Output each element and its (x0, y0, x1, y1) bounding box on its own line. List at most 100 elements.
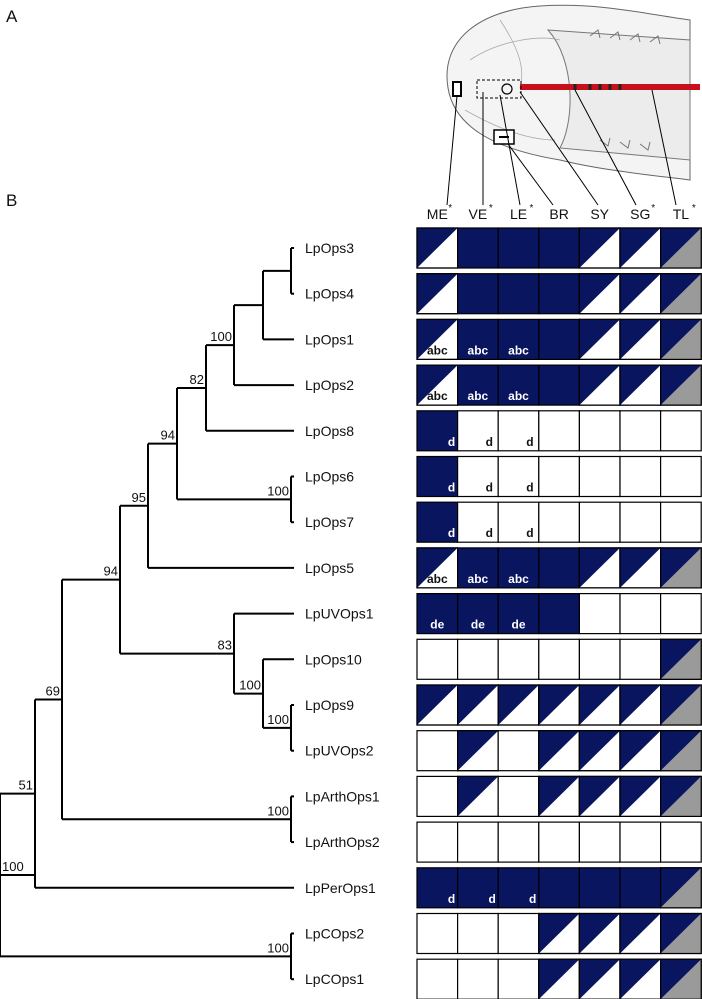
cell-background (538, 821, 580, 863)
cell-navy-triangle (417, 228, 458, 268)
cell-background (578, 501, 621, 543)
tree-node-root: 100 (0, 792, 291, 958)
cell-background (416, 501, 459, 543)
matrix-cell: abc (416, 318, 459, 360)
matrix-cell (578, 273, 621, 315)
matrix-cell: abc (497, 547, 540, 589)
bootstrap-support: 100 (2, 859, 24, 874)
cell-background (619, 867, 662, 909)
cell-navy-triangle (660, 867, 702, 908)
matrix-cell (538, 912, 580, 955)
cell-background (659, 501, 702, 543)
matrix-cell (619, 684, 662, 726)
matrix-cell (578, 730, 621, 772)
tree-node-n_10: 100 (239, 658, 294, 729)
matrix-cell (457, 273, 499, 315)
cell-navy-triangle (660, 228, 702, 268)
cell-navy-triangle (579, 365, 620, 406)
cell-background (497, 501, 540, 543)
pointer-tl (651, 89, 677, 206)
cell-navy-triangle (579, 273, 620, 314)
matrix-cell: d (416, 410, 459, 452)
matrix-cell (578, 318, 621, 360)
matrix-cell (578, 410, 621, 452)
cell-background (457, 227, 499, 269)
matrix-cell (659, 775, 702, 818)
cell-border (659, 867, 702, 909)
matrix-cell: d (416, 501, 459, 543)
leaf-label-LpOps8: LpOps8 (305, 423, 354, 439)
leaf-label-LpOps6: LpOps6 (305, 469, 354, 485)
matrix-cell (538, 364, 580, 406)
cell-grey-triangle (660, 685, 702, 725)
matrix-row-LpOps4 (416, 273, 702, 315)
matrix-row-LpOps3 (416, 227, 702, 269)
cell-navy-triangle (660, 639, 702, 680)
cell-navy-triangle (660, 547, 702, 588)
leaf-label-LpOps10: LpOps10 (305, 651, 362, 667)
cell-background (538, 410, 580, 452)
matrix-cell (538, 273, 580, 315)
cell-navy-triangle (538, 730, 580, 771)
cell-background (659, 455, 702, 498)
matrix-cell (457, 775, 499, 818)
leaf-label-LpOps9: LpOps9 (305, 697, 354, 713)
matrix-cell (619, 547, 662, 589)
cell-navy-triangle (620, 913, 661, 954)
matrix-row-LpArthOps2 (416, 821, 702, 863)
matrix-cell (497, 912, 540, 955)
cell-background (416, 958, 459, 999)
matrix-cell: abc (497, 364, 540, 406)
matrix-cell (619, 638, 662, 680)
cell-navy-triangle (538, 685, 580, 725)
cell-background (497, 775, 540, 818)
cell-background (578, 821, 621, 863)
cell-background (619, 638, 662, 680)
cell-navy-triangle (579, 730, 620, 771)
matrix-cell: abc (497, 318, 540, 360)
matrix-cell (619, 273, 662, 315)
column-header-me: ME (427, 206, 448, 222)
matrix-cell (538, 410, 580, 452)
matrix-cell (416, 730, 459, 772)
cell-background (619, 592, 662, 635)
cell-background (538, 227, 580, 269)
cell-navy-triangle (620, 228, 661, 268)
cell-background (497, 912, 540, 955)
cell-background (578, 410, 621, 452)
cell-border (659, 273, 702, 315)
cell-background (538, 592, 580, 635)
cell-background (538, 364, 580, 406)
matrix-cell: d (416, 867, 459, 909)
cell-background (619, 455, 662, 498)
cell-grey-triangle (660, 776, 702, 817)
lateral-eye-marker (501, 83, 513, 95)
matrix-cell (578, 775, 621, 818)
cell-grey-triangle (660, 913, 702, 954)
cell-background (416, 455, 459, 498)
matrix-cell (619, 775, 662, 818)
column-header-star: * (530, 203, 534, 214)
matrix-cell (619, 455, 662, 498)
tree-node-n_69: 69 (46, 578, 291, 821)
cell-background (619, 821, 662, 863)
cell-navy-triangle (620, 959, 661, 999)
cell-navy-triangle (498, 685, 539, 725)
cell-annotation: d (529, 892, 536, 906)
matrix-row-LpOps10 (416, 638, 702, 680)
cell-background (497, 867, 540, 909)
matrix-cell: abc (457, 364, 499, 406)
cell-background (497, 273, 540, 315)
column-header-br: BR (549, 206, 568, 222)
matrix-cell: d (497, 867, 540, 909)
cell-annotation: d (486, 435, 493, 449)
column-header-ve: VE (469, 206, 488, 222)
cell-grey-triangle (660, 959, 702, 999)
cell-background (538, 273, 580, 315)
